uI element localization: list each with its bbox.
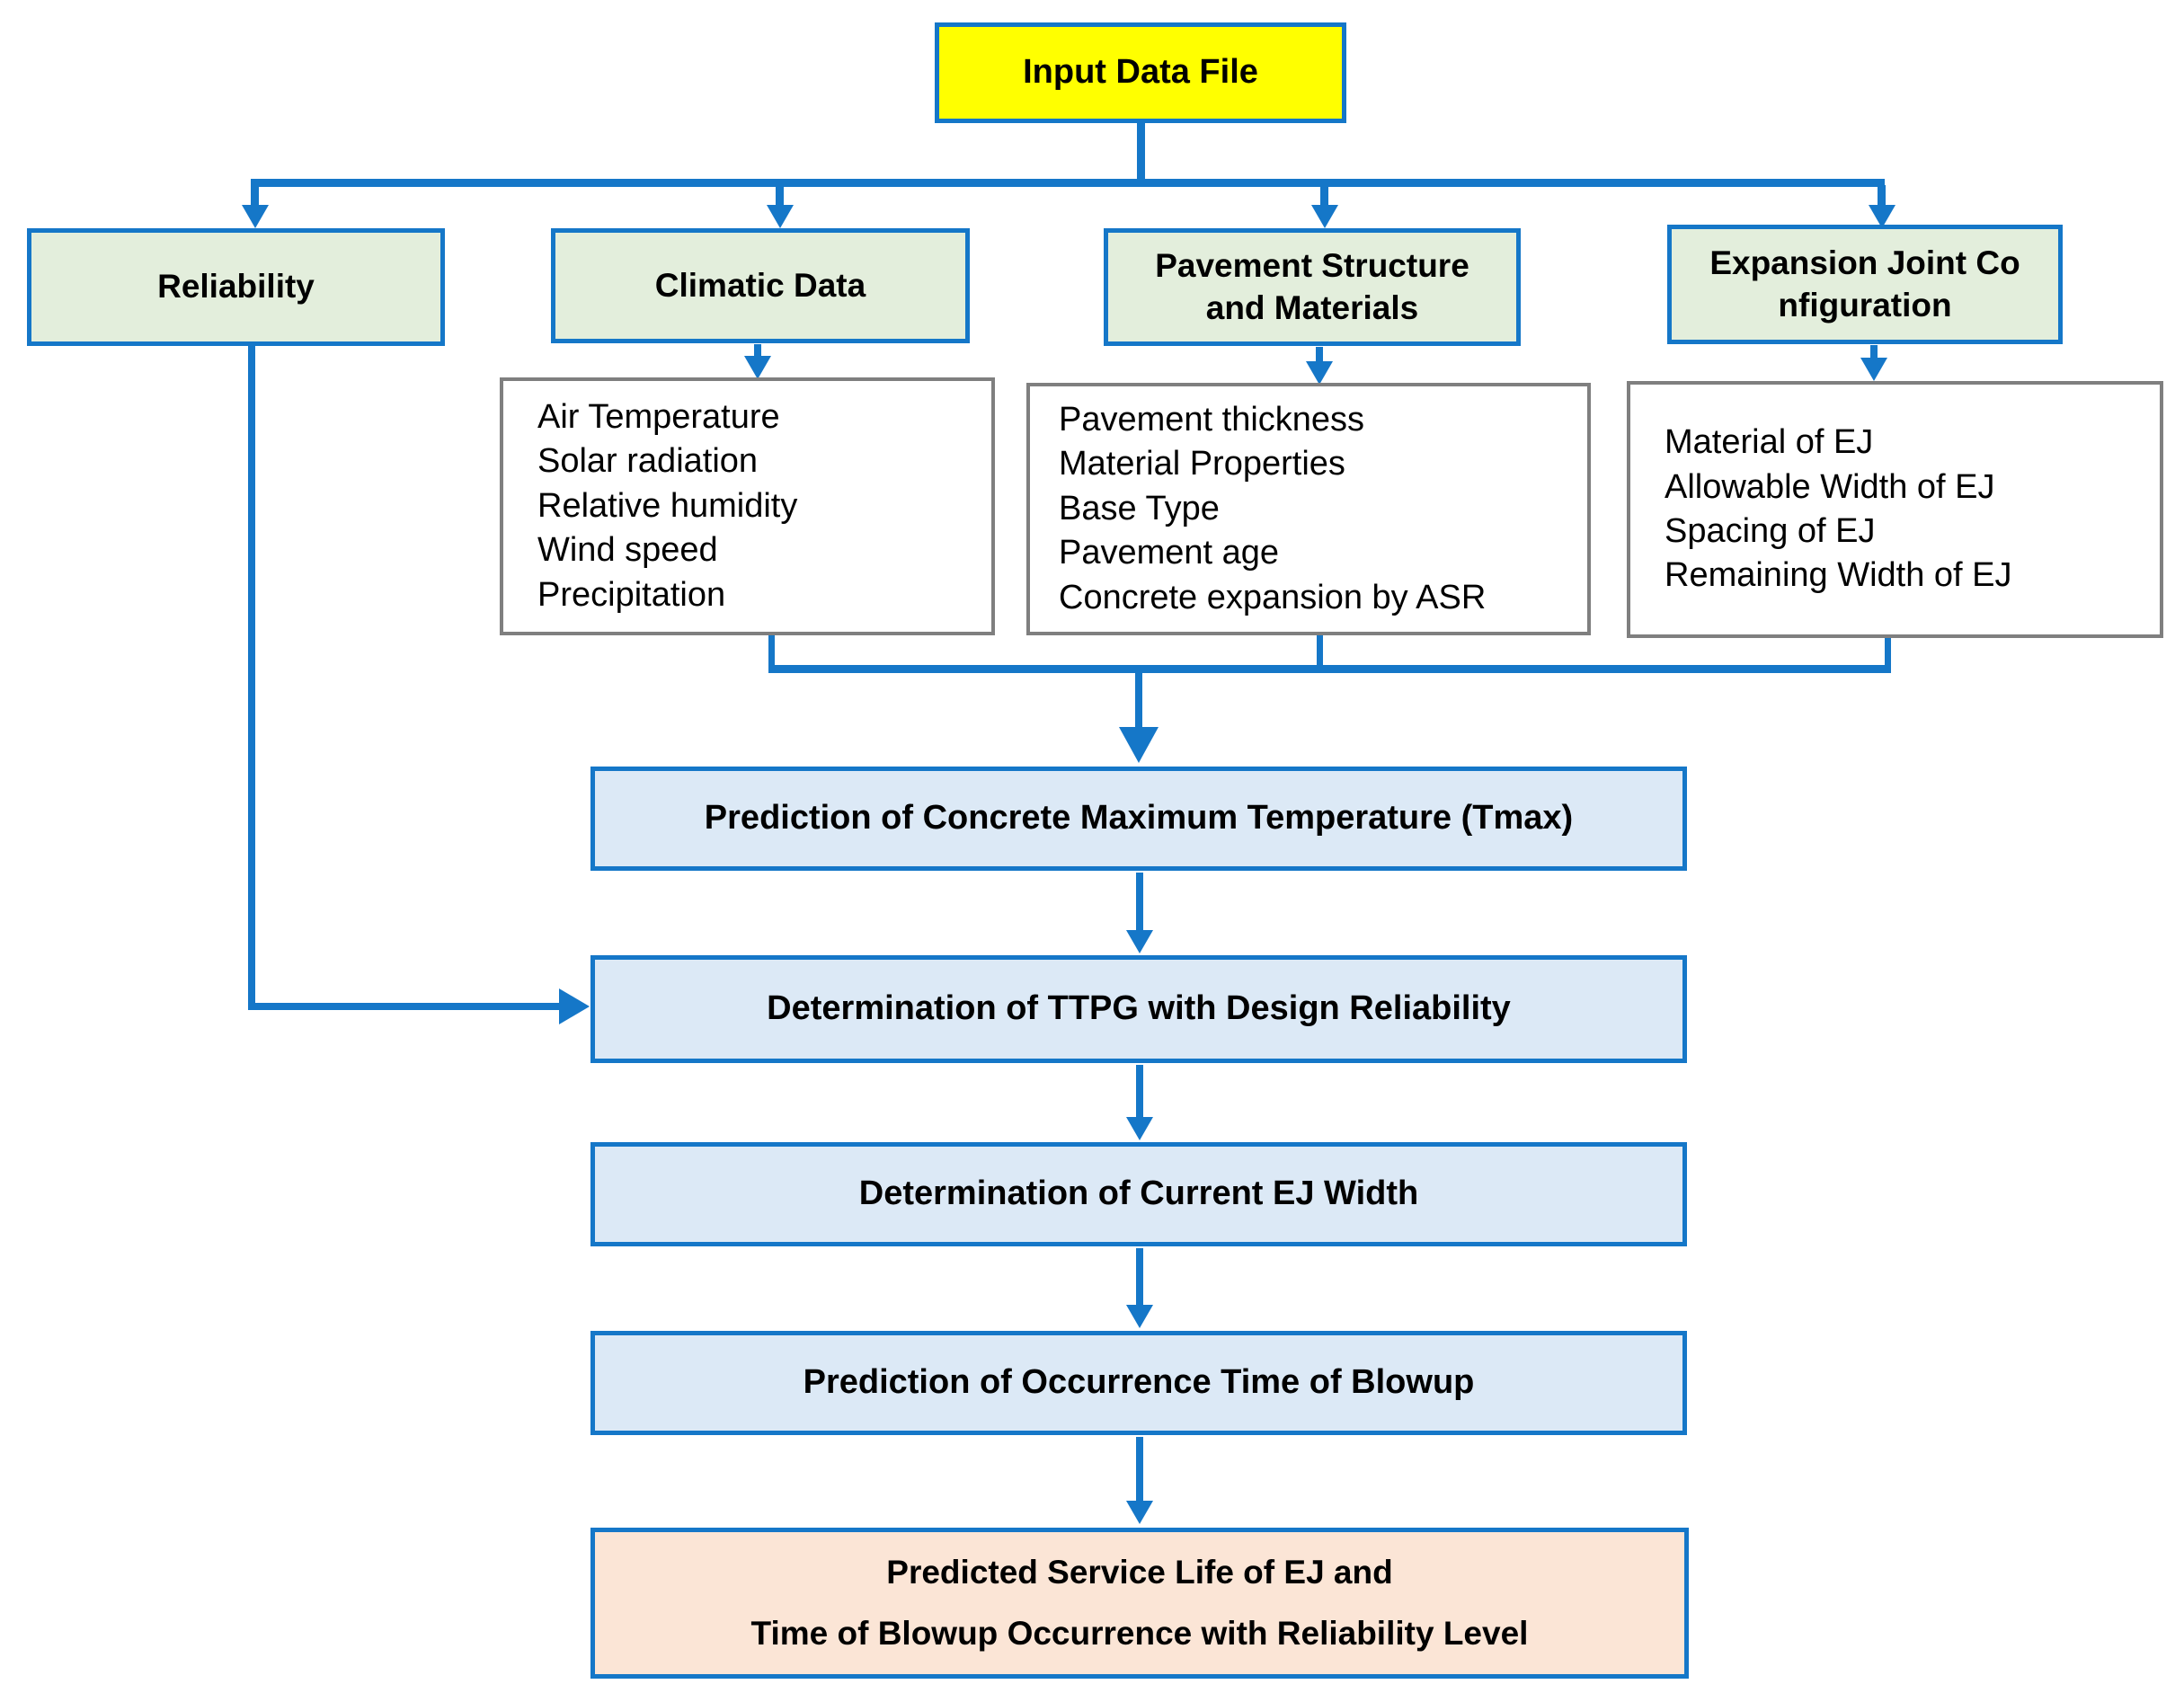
- connector-input-stem: [1137, 123, 1145, 182]
- connector-merge-right: [1885, 638, 1891, 672]
- detail-box-expansion-parameters: Material of EJ Allowable Width of EJ Spa…: [1627, 381, 2163, 638]
- connector-ejwidth-to-blowup: [1136, 1248, 1143, 1305]
- branch-box-reliability: Reliability: [27, 228, 445, 346]
- result-box-service-life: Predicted Service Life of EJ and Time of…: [590, 1528, 1689, 1679]
- process-box-tmax-prediction: Prediction of Concrete Maximum Temperatu…: [590, 767, 1687, 871]
- arrowhead-down-climatic-icon: [767, 205, 794, 228]
- connector-reliability-vertical: [248, 346, 255, 1010]
- connector-drop-pavement: [1320, 185, 1328, 207]
- branch-box-expansion-joint: Expansion Joint Co nfiguration: [1667, 225, 2063, 344]
- branch-box-pavement-structure: Pavement Structure and Materials: [1104, 228, 1521, 346]
- arrowhead-expansion-details-icon: [1860, 358, 1887, 381]
- input-data-file-box: Input Data File: [935, 22, 1346, 123]
- connector-ttpg-to-ejwidth: [1136, 1065, 1143, 1117]
- connector-merge-bar: [768, 665, 1891, 673]
- connector-expansion-to-details: [1870, 345, 1878, 359]
- detail-box-climatic-parameters: Air Temperature Solar radiation Relative…: [500, 377, 995, 635]
- connector-drop-expansion: [1878, 185, 1886, 207]
- connector-pavement-to-details: [1316, 347, 1323, 363]
- arrowhead-down-pavement-icon: [1311, 205, 1338, 228]
- arrowhead-ttpg-ejwidth-icon: [1126, 1117, 1153, 1140]
- process-box-blowup-time-prediction: Prediction of Occurrence Time of Blowup: [590, 1331, 1687, 1435]
- arrowhead-pavement-details-icon: [1306, 361, 1333, 385]
- process-box-ttpg-determination: Determination of TTPG with Design Reliab…: [590, 955, 1687, 1063]
- branch-box-climatic-data: Climatic Data: [551, 228, 970, 343]
- arrowhead-down-reliability-icon: [242, 205, 269, 228]
- detail-box-pavement-parameters: Pavement thickness Material Properties B…: [1026, 383, 1591, 635]
- connector-merge-left: [768, 635, 775, 672]
- result-line-2: Time of Blowup Occurrence with Reliabili…: [750, 1614, 1529, 1652]
- connector-tmax-to-ttpg: [1136, 873, 1143, 931]
- arrowhead-blowup-result-icon: [1126, 1501, 1153, 1524]
- connector-merge-stem: [1135, 673, 1142, 729]
- arrowhead-tmax-ttpg-icon: [1126, 930, 1153, 953]
- connector-distribution-bar: [251, 179, 1885, 187]
- arrowhead-down-expansion-icon: [1869, 205, 1895, 228]
- arrowhead-climatic-details-icon: [744, 356, 771, 379]
- connector-merge-middle: [1317, 635, 1323, 672]
- connector-drop-climatic: [776, 185, 784, 207]
- arrowhead-reliability-to-ttpg-icon: [559, 988, 590, 1024]
- connector-reliability-horizontal: [248, 1003, 561, 1010]
- result-line-1: Predicted Service Life of EJ and: [886, 1553, 1393, 1591]
- arrowhead-ejwidth-blowup-icon: [1126, 1305, 1153, 1328]
- connector-drop-reliability: [251, 185, 259, 207]
- process-box-current-ej-width: Determination of Current EJ Width: [590, 1142, 1687, 1246]
- connector-blowup-to-result: [1136, 1437, 1143, 1501]
- arrowhead-merge-to-tmax-icon: [1119, 727, 1159, 763]
- connector-climatic-to-details: [754, 344, 761, 359]
